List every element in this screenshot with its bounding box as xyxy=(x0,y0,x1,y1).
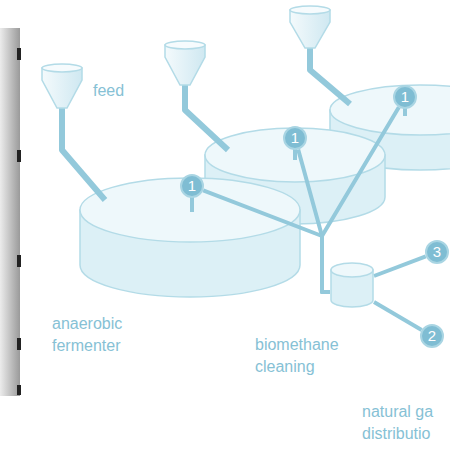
callout-circle: 1 xyxy=(283,126,307,150)
cabinet-tick xyxy=(17,48,21,60)
feed-pipe xyxy=(310,48,350,104)
callout-number: 3 xyxy=(425,240,449,264)
cabinet-edge xyxy=(0,28,20,396)
feed-hopper xyxy=(165,45,205,85)
text-label: natural ga distributio xyxy=(362,401,450,445)
feed-hopper xyxy=(42,68,82,108)
hopper-rim xyxy=(290,6,330,14)
callout-disc xyxy=(421,325,443,347)
hopper-rim xyxy=(165,41,205,49)
stage-label: biomethane cleaning xyxy=(255,334,367,378)
feed-hopper xyxy=(290,10,330,48)
callout-number: 1 xyxy=(180,174,204,198)
callout-number: 1 xyxy=(283,126,307,150)
cabinet-tick xyxy=(17,255,21,267)
tank-lid xyxy=(331,263,373,277)
callout-disc xyxy=(426,241,448,263)
gas-pipe xyxy=(374,302,422,330)
gas-pipe xyxy=(374,256,426,276)
gas-pipe xyxy=(322,107,399,292)
cleaning-tank: biomethane cleaning xyxy=(330,262,374,308)
tank-lid xyxy=(330,85,450,135)
cabinet-tick xyxy=(17,338,21,350)
callout-circle: 1 xyxy=(180,174,204,198)
cabinet-tick xyxy=(17,385,21,395)
callout-circle: 3 xyxy=(425,240,449,264)
gas-pipe xyxy=(203,190,330,292)
callout-disc xyxy=(394,86,416,108)
feed-pipe xyxy=(62,108,105,200)
feed-pipe xyxy=(185,85,228,150)
callout-disc xyxy=(284,127,306,149)
callout-disc xyxy=(181,175,203,197)
gas-pipe xyxy=(298,150,330,292)
text-label: anaerobic fermenter xyxy=(52,313,162,357)
callout-number: 2 xyxy=(420,324,444,348)
callout-number: 1 xyxy=(393,85,417,109)
callout-circle: 1 xyxy=(393,85,417,109)
callout-circle: 2 xyxy=(420,324,444,348)
hopper-rim xyxy=(42,64,82,72)
text-label: feed xyxy=(93,80,153,102)
cabinet-tick xyxy=(17,150,21,162)
